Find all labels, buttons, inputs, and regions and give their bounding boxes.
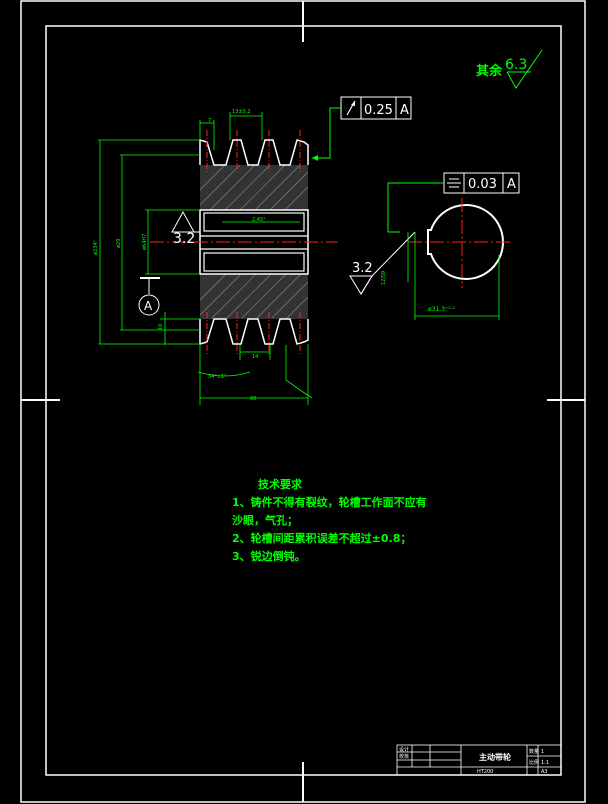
- title-row1: 设计: [399, 746, 409, 753]
- runout-leader: [312, 107, 341, 159]
- symmetry-leader: [387, 182, 444, 233]
- qty-value: 1: [541, 749, 544, 755]
- title-row2: 校核: [399, 753, 409, 760]
- tech-line4: 3、锐边倒钝。: [232, 550, 306, 563]
- dim-keyway-depth: ø31.3⁺⁰·²: [428, 306, 456, 313]
- datum-a-marker: A: [138, 277, 160, 316]
- dim-key-width: 12JS9: [381, 271, 387, 285]
- roughness-bore-value: 3.2: [173, 231, 195, 247]
- roughness-general-label: 其余: [476, 63, 503, 79]
- dim-width: 80: [250, 396, 256, 402]
- scale-value: 1:1: [541, 760, 549, 766]
- roughness-general-symbol: 其余 6.3: [476, 49, 543, 89]
- outer-border: [20, 0, 586, 803]
- roughness-bore-symbol: 3.2: [171, 210, 200, 247]
- pulley-section: [150, 130, 338, 354]
- dim-groove-pitch: 13±0.2: [232, 109, 251, 115]
- roughness-general-value: 6.3: [505, 57, 527, 73]
- title-block: [396, 744, 562, 776]
- tech-title: 技术要求: [258, 478, 302, 491]
- roughness-keyway-value: 3.2: [352, 261, 373, 276]
- hub-end-view: [408, 198, 512, 288]
- dim-bore-dia: ø64H7: [142, 234, 148, 250]
- dim-groove-angle: 34°±1°: [208, 374, 227, 380]
- part-name: 主动带轮: [479, 752, 511, 762]
- dimension-texts: 7 13±0.2 2.45° ø234² ø20 ø64H7 10 14 34°…: [93, 109, 266, 402]
- title-block-texts: 设计 校核 主动带轮 HT200 数量 1 比例 1:1 A3: [399, 746, 549, 775]
- material: HT200: [477, 769, 493, 775]
- dim-groove-depth: 14: [252, 354, 258, 360]
- keyway-dimension-lines: [407, 232, 500, 320]
- runout-value: 0.25: [364, 103, 393, 118]
- dim-hub: 2.45°: [252, 217, 266, 223]
- tech-line1: 1、铸件不得有裂纹，轮槽工作面不应有: [232, 496, 427, 509]
- sheet-size: A3: [541, 769, 548, 775]
- symmetry-tolerance-frame: 0.03 A: [443, 172, 520, 194]
- symmetry-datum: A: [507, 177, 516, 192]
- centering-marks: [21, 1, 585, 802]
- tech-line2: 沙眼，气孔；: [232, 514, 298, 527]
- dim-mid-dia: ø20: [116, 239, 122, 248]
- inner-frame: [45, 25, 562, 776]
- tech-line3: 2、轮槽间距累积误差不超过±0.8；: [232, 532, 412, 545]
- symmetry-value: 0.03: [468, 177, 497, 192]
- scale-label: 比例: [529, 759, 539, 766]
- runout-tolerance-frame: 0.25 A: [340, 96, 412, 120]
- dim-outer-dia: ø234²: [93, 240, 99, 255]
- runout-datum: A: [400, 103, 409, 118]
- qty-label: 数量: [529, 748, 539, 755]
- dimension-lines: [98, 112, 313, 405]
- datum-a-label: A: [144, 299, 153, 313]
- dim-top-small: 7: [208, 118, 211, 124]
- dim-keyway-side: 10: [158, 324, 164, 330]
